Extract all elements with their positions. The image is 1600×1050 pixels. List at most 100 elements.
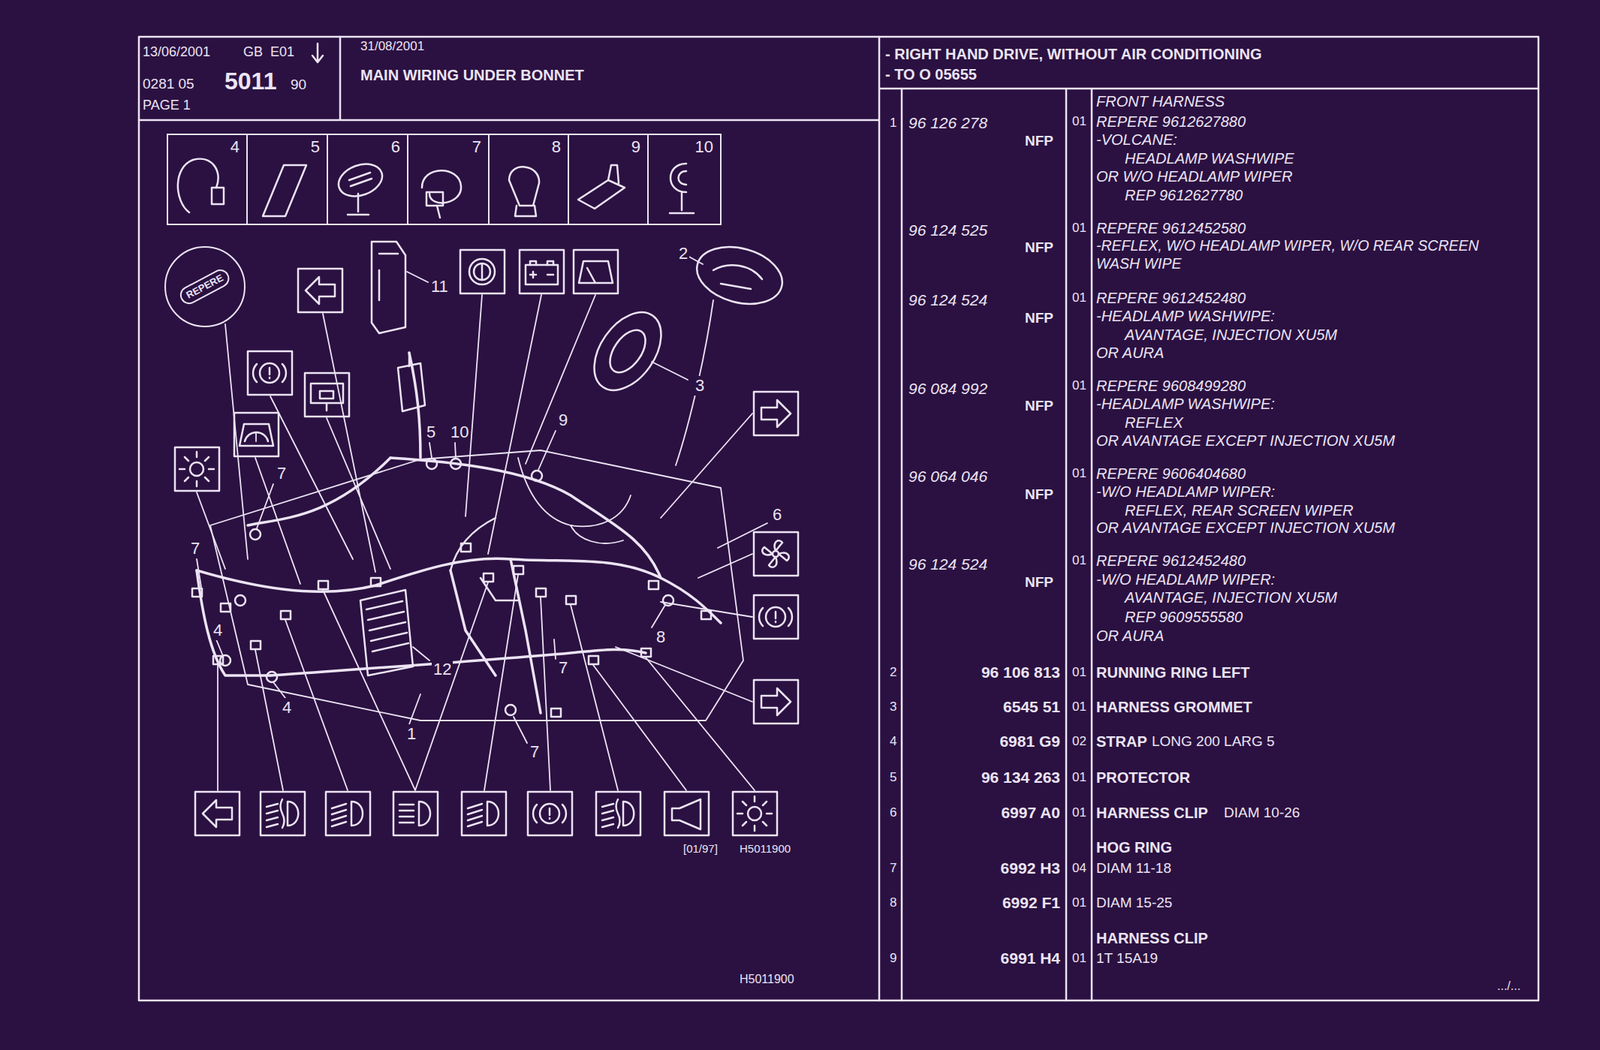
- icon-boxes: [519, 250, 564, 294]
- nfp-flag: NFP: [1023, 132, 1055, 151]
- part-name: PROTECTOR: [1094, 768, 1192, 787]
- part-number: 6997 A0: [999, 803, 1062, 823]
- leader-lines: [196, 255, 768, 791]
- connectors: [250, 529, 261, 540]
- callout-number: 7: [528, 742, 541, 763]
- variant-note: AVANTAGE, INJECTION XU5M: [1123, 325, 1339, 344]
- callout-number: 6: [771, 505, 784, 525]
- part-cell: 8: [488, 133, 570, 226]
- reference-code: REPERE 9606404680: [1094, 464, 1248, 483]
- part-shapes: [690, 238, 790, 314]
- quantity: 01: [1070, 290, 1088, 306]
- variant-note: -VOLCANE:: [1094, 130, 1179, 149]
- callout-number: 10: [448, 422, 471, 443]
- connectors: [266, 671, 278, 683]
- page-title: MAIN WIRING UNDER BONNET: [358, 66, 586, 85]
- part-sketches: [177, 158, 694, 218]
- variant-note: OR AVANTAGE EXCEPT INJECTION XU5M: [1094, 431, 1397, 450]
- part-sketches: [334, 158, 387, 215]
- part-sketches: [669, 163, 694, 214]
- callout-number: 5: [424, 422, 437, 443]
- part-spec: DIAM 11-18: [1094, 860, 1173, 878]
- reference-code: REPERE 9612627880: [1094, 112, 1248, 131]
- part-sketches: [578, 165, 625, 209]
- wiring-harness: [196, 570, 271, 676]
- connectors: [370, 578, 381, 587]
- part-spec: LONG 200 LARG 5: [1150, 733, 1277, 751]
- connectors: [551, 708, 561, 718]
- row-number: 2: [888, 665, 898, 681]
- part-number: 96 126 278: [906, 113, 989, 133]
- icon-boxes: [753, 595, 799, 639]
- page-frame: [138, 36, 1539, 1001]
- part-name: RUNNING RING LEFT: [1094, 663, 1251, 682]
- variant-note: -HEADLAMP WASHWIPE:: [1094, 394, 1277, 413]
- part-number: 96 106 813: [979, 662, 1062, 682]
- icon-boxes: [732, 792, 778, 836]
- callout-number: 5: [309, 137, 322, 157]
- part-spec: DIAM 10-26: [1222, 804, 1302, 823]
- date-text: 13/06/2001: [141, 44, 212, 61]
- row-number: 9: [888, 951, 898, 967]
- part-spec: DIAM 15-25: [1094, 894, 1174, 913]
- icon-boxes: [753, 391, 799, 436]
- reference-text: REPERE: [177, 266, 233, 308]
- quantity: 01: [1070, 699, 1088, 715]
- part-shapes: [675, 300, 714, 466]
- part-number: 6545 51: [1001, 697, 1062, 717]
- part-number: 6981 G9: [997, 732, 1062, 751]
- icon-boxes: [461, 792, 507, 836]
- quantity: 01: [1070, 951, 1088, 967]
- row-number: 5: [888, 770, 898, 786]
- callout-number: 6: [389, 137, 402, 157]
- part-number: 96 124 525: [906, 220, 989, 240]
- connectors: [588, 656, 599, 665]
- part-number: 6992 F1: [1000, 893, 1062, 913]
- callout-number: 11: [429, 277, 450, 297]
- callout-number: 3: [693, 376, 706, 396]
- callout-number: 7: [470, 137, 483, 157]
- connectors: [280, 611, 291, 620]
- reference-code: REP 9609555580: [1123, 608, 1245, 627]
- variant-note: -W/O HEADLAMP WIPER:: [1094, 482, 1277, 501]
- connectors: [505, 705, 516, 716]
- wiring-harness: [390, 458, 661, 579]
- quantity: 01: [1070, 895, 1088, 911]
- callout-number: 9: [557, 410, 570, 431]
- connectors: [192, 588, 202, 597]
- part-name: STRAP: [1094, 732, 1149, 751]
- part-number: 6992 H3: [999, 858, 1062, 878]
- row-number: 1: [888, 115, 898, 131]
- row-number: 3: [888, 699, 898, 715]
- icon-boxes: [325, 792, 371, 836]
- reference-code: REPERE 9612452580: [1094, 219, 1248, 238]
- doc-number: 5011: [222, 66, 278, 96]
- part-number: 96 124 524: [906, 554, 989, 574]
- quantity: 01: [1070, 665, 1088, 681]
- part-sketches: [436, 205, 440, 218]
- callout-number: 7: [275, 464, 288, 484]
- part-cell: 4: [166, 133, 248, 226]
- part-spec: 1T 15A19: [1094, 950, 1160, 968]
- part-name: HOG RING: [1094, 838, 1174, 857]
- wiring-harness: [196, 558, 721, 624]
- icon-boxes: [247, 351, 293, 395]
- part-sketches: [509, 166, 540, 217]
- callout-number: 7: [189, 539, 202, 559]
- variant-note: -REFLEX, W/O HEADLAMP WIPER, W/O REAR SC…: [1094, 237, 1526, 273]
- callout-number: 12: [431, 659, 453, 680]
- connectors: [536, 588, 546, 597]
- doc-number: 0281 05: [141, 75, 196, 94]
- row-number: 6: [888, 805, 898, 821]
- quantity: 01: [1070, 466, 1088, 482]
- part-sketches: [509, 166, 540, 217]
- icon-boxes: [573, 250, 618, 294]
- part-shapes: [713, 265, 763, 290]
- callout-number: 10: [693, 137, 715, 157]
- callout-number: 2: [677, 244, 690, 264]
- page-frame: [138, 36, 1539, 1001]
- icon-boxes: [753, 680, 799, 724]
- figure-code: H5011900: [738, 972, 796, 987]
- icon-boxes: [234, 412, 279, 457]
- icon-boxes: [174, 447, 220, 492]
